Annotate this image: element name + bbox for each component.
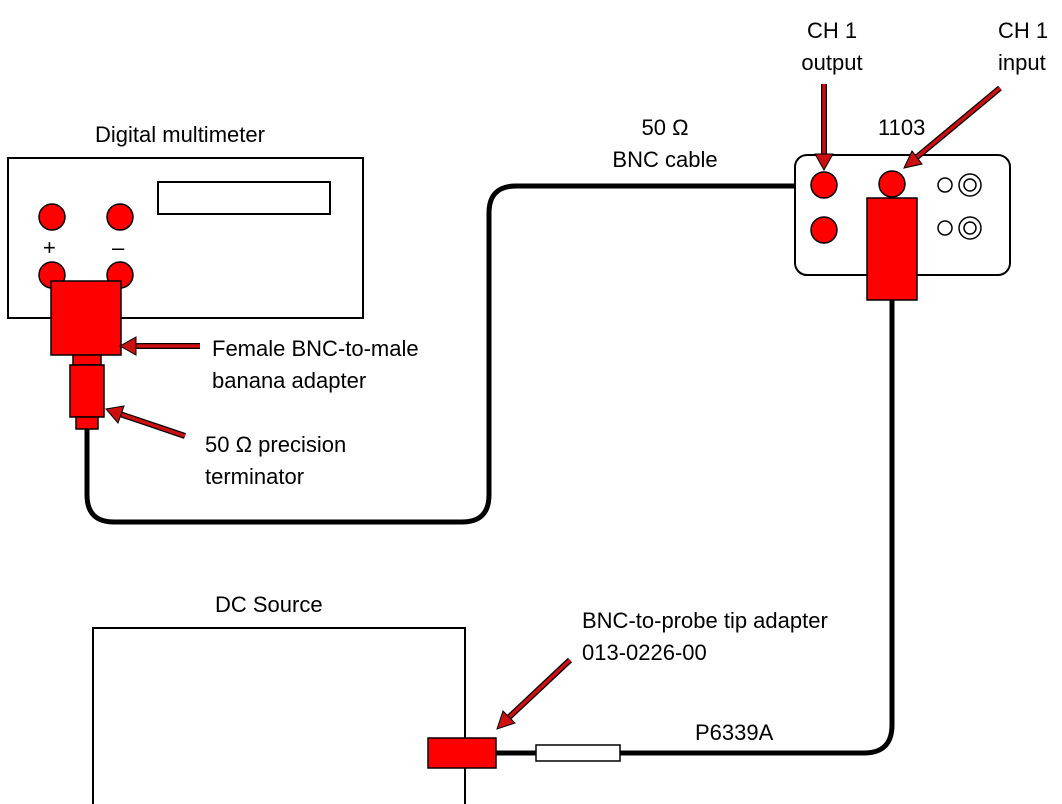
dc-source-label: DC Source bbox=[215, 592, 323, 617]
ch2-output-jack bbox=[810, 216, 838, 244]
connector-1-inner bbox=[963, 178, 977, 192]
connector-2-inner bbox=[963, 221, 977, 235]
minus-terminal-label: – bbox=[112, 235, 125, 260]
probe-adapter-arrow bbox=[503, 658, 572, 723]
terminator-arrow bbox=[113, 410, 186, 438]
cable-label-line2: BNC cable bbox=[612, 147, 717, 172]
probe-connector-body bbox=[866, 197, 918, 301]
precision-terminator bbox=[69, 364, 105, 418]
probe-body bbox=[535, 744, 621, 762]
ch1-input-label-line1: CH 1 bbox=[998, 18, 1048, 43]
probe-adapter-arrowhead bbox=[496, 710, 516, 730]
terminator-arrowhead bbox=[105, 405, 125, 424]
ch1-input-arrow bbox=[909, 86, 1002, 164]
ch1-input-label-line2: input bbox=[998, 50, 1046, 75]
adapter-label-line1: Female BNC-to-male bbox=[212, 336, 419, 361]
adapter-arrowhead bbox=[118, 336, 137, 356]
ch1-output-label-line1: CH 1 bbox=[807, 18, 857, 43]
ch1-input-arrowhead bbox=[903, 150, 923, 169]
probe-cable bbox=[620, 300, 895, 756]
ch1-output-jack bbox=[810, 171, 838, 199]
adapter-label-line2: banana adapter bbox=[212, 368, 366, 393]
model-label: 1103 bbox=[878, 115, 925, 140]
terminator-tip bbox=[75, 416, 99, 430]
probe-adapter-label-line1: BNC-to-probe tip adapter bbox=[582, 608, 828, 633]
bnc-cable bbox=[84, 183, 824, 525]
indicator-1 bbox=[937, 177, 953, 193]
plus-terminal-label: + bbox=[43, 235, 56, 260]
callout-arrows bbox=[105, 84, 1002, 730]
multimeter-jack-2 bbox=[106, 203, 134, 231]
ch1-output-label-line2: output bbox=[801, 50, 862, 75]
bnc-to-banana-adapter bbox=[50, 280, 122, 356]
dc-source bbox=[92, 627, 466, 804]
ch1-input-jack bbox=[878, 170, 906, 198]
multimeter-display bbox=[157, 181, 331, 215]
multimeter-label: Digital multimeter bbox=[95, 122, 265, 147]
ch1-output-arrowhead bbox=[814, 153, 834, 172]
multimeter-jack-1 bbox=[38, 203, 66, 231]
cable-label-line1: 50 Ω bbox=[641, 115, 688, 140]
probe-adapter-label-line2: 013-0226-00 bbox=[582, 640, 707, 665]
probe-label: P6339A bbox=[695, 720, 774, 745]
terminator-label-line2: terminator bbox=[205, 464, 304, 489]
adapter-neck bbox=[72, 354, 102, 366]
indicator-2 bbox=[937, 220, 953, 236]
terminator-label-line1: 50 Ω precision bbox=[205, 432, 346, 457]
bnc-to-probe-tip-adapter bbox=[427, 737, 497, 769]
